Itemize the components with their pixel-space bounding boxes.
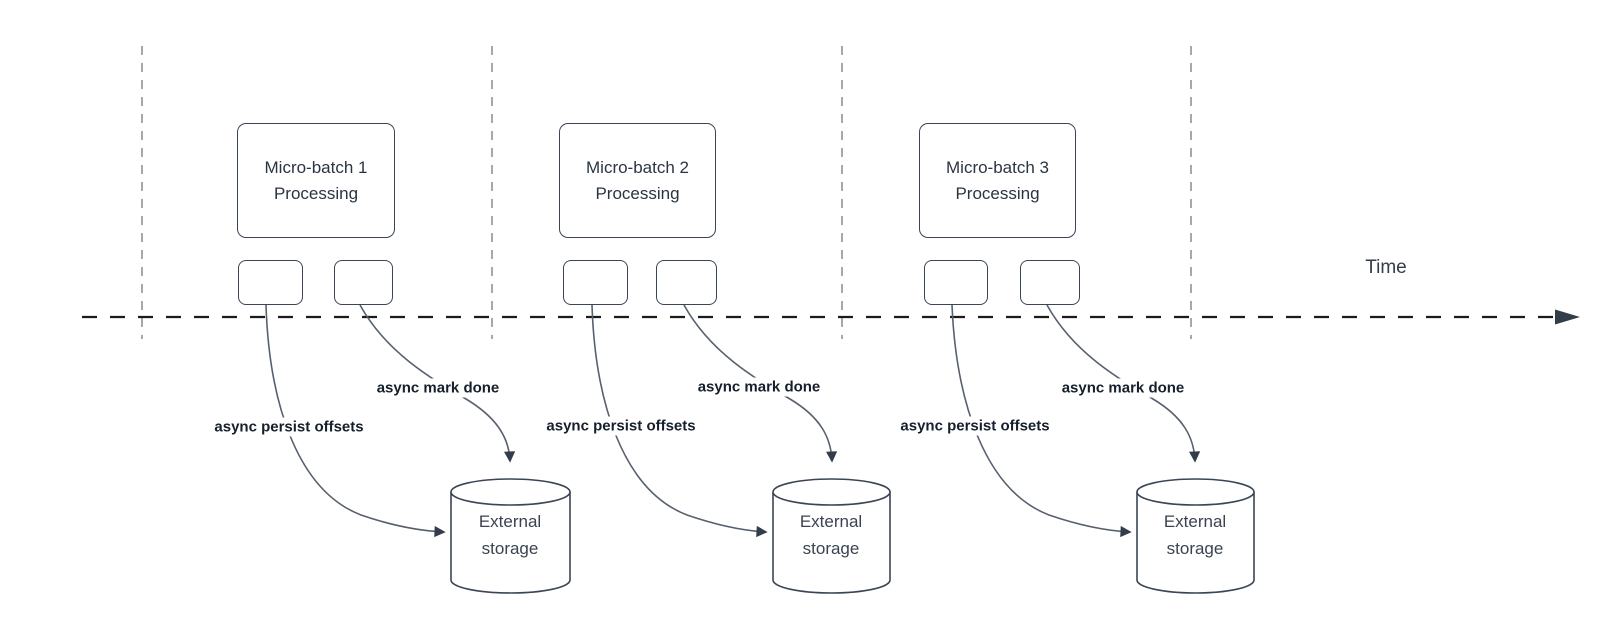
persist-offsets-label-2: async persist offsets [543, 416, 699, 436]
micro-batch-3-slot-left [924, 260, 988, 305]
micro-batch-1-slot-right [334, 260, 393, 305]
persist-offsets-arrow-2 [591, 304, 768, 538]
external-storage-label-1-line2: storage [481, 539, 539, 558]
mark-done-label-1: async mark done [373, 378, 503, 398]
time-axis-arrowhead [1555, 309, 1580, 325]
micro-batch-2-title-line1: Micro-batch 2 [586, 157, 689, 177]
persist-offsets-label-1: async persist offsets [211, 417, 367, 437]
mark-done-label-3: async mark done [1058, 378, 1188, 398]
micro-batch-1-title-line1: Micro-batch 1 [264, 157, 368, 177]
mark-done-label-2: async mark done [694, 377, 824, 397]
persist-offsets-label-3: async persist offsets [897, 416, 1053, 436]
external-storage-cylinder-2 [772, 478, 891, 594]
micro-batch-1-title-line2: Processing [273, 183, 359, 203]
external-storage-cylinder-1 [450, 478, 571, 594]
micro-batch-2-title-line2: Processing [595, 183, 680, 203]
micro-batch-1-slot-left [238, 260, 303, 305]
micro-batch-2-box: Micro-batch 2 Processing [559, 123, 716, 238]
external-storage-label-2-line2: storage [802, 539, 860, 558]
time-label: Time [1365, 257, 1407, 278]
external-storage-label-3-line1: External [1163, 512, 1227, 531]
micro-batch-3-box: Micro-batch 3 Processing [919, 123, 1076, 238]
external-storage-label-1-line1: External [478, 512, 542, 531]
external-storage-cylinder-3 [1136, 478, 1255, 594]
micro-batch-3-slot-right [1020, 260, 1080, 305]
external-storage-label-2-line1: External [799, 512, 863, 531]
external-storage-label-3-line2: storage [1166, 539, 1224, 558]
micro-batch-3-title-line2: Processing [955, 183, 1040, 203]
external-storage-label-1: External storage [479, 508, 541, 562]
micro-batch-1-box: Micro-batch 1 Processing [237, 123, 395, 238]
external-storage-label-3: External storage [1164, 508, 1226, 562]
persist-offsets-arrow-1 [265, 304, 446, 538]
micro-batch-3-title-line1: Micro-batch 3 [946, 157, 1049, 177]
micro-batch-2-slot-left [563, 260, 628, 305]
external-storage-label-2: External storage [800, 508, 862, 562]
persist-offsets-arrow-3 [951, 304, 1132, 538]
micro-batch-2-slot-right [656, 260, 717, 305]
